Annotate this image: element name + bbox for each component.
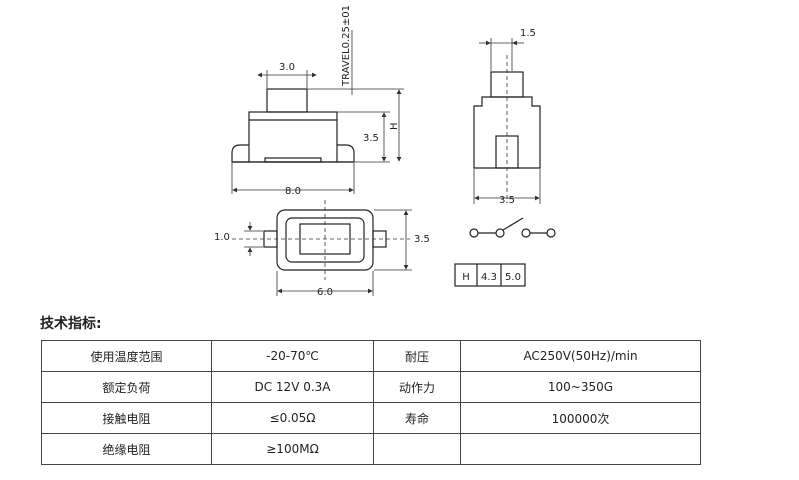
dim-total-height: H <box>389 122 400 130</box>
actuator-outline <box>266 88 308 113</box>
spec-label: 接触电阻 <box>41 402 212 434</box>
table-row: 接触电阻 ≤0.05Ω 寿命 100000次 <box>41 402 701 434</box>
spec-label: 动作力 <box>373 371 461 403</box>
spec-value: ≥100MΩ <box>211 433 374 465</box>
left-terminal <box>231 144 249 163</box>
spec-label: 寿命 <box>373 402 461 434</box>
table-row: 使用温度范围 -20-70℃ 耐压 AC250V(50Hz)/min <box>41 340 701 372</box>
spec-value: -20-70℃ <box>211 340 374 372</box>
spec-label: 使用温度范围 <box>41 340 212 372</box>
outer-outline <box>276 209 374 271</box>
dim-body-height: 3.5 <box>363 133 379 144</box>
dim-actuator-width: 1.5 <box>520 28 536 39</box>
spec-label: 额定负荷 <box>41 371 212 403</box>
specs-table: 使用温度范围 -20-70℃ 耐压 AC250V(50Hz)/min 额定负荷 … <box>41 340 701 465</box>
height-table-value: 5.0 <box>505 272 521 283</box>
spec-value: ≤0.05Ω <box>211 402 374 434</box>
right-terminal <box>337 144 355 163</box>
switch-body-outline <box>473 96 541 169</box>
technical-drawing: 3.0 TRAVEL0.25±01 3.5 H 8.0 1.5 <box>214 5 556 298</box>
spec-value <box>460 433 701 465</box>
height-table: H 4.3 5.0 <box>454 263 526 287</box>
height-table-value: 4.3 <box>481 272 497 283</box>
side-view: 3.0 TRAVEL0.25±01 3.5 H 8.0 <box>231 5 404 197</box>
spec-value: 100000次 <box>460 402 701 434</box>
end-view: 1.5 3.5 <box>473 28 541 206</box>
dim-terminal-width: 1.0 <box>214 232 230 243</box>
dim-top-width: 3.0 <box>279 62 295 73</box>
spec-value: 100~350G <box>460 371 701 403</box>
spec-value: DC 12V 0.3A <box>211 371 374 403</box>
dim-base-width: 8.0 <box>285 186 301 197</box>
normally-open-switch-icon <box>469 217 556 238</box>
table-row: 绝缘电阻 ≥100MΩ <box>41 433 701 465</box>
spec-label: 耐压 <box>373 340 461 372</box>
spec-value: AC250V(50Hz)/min <box>460 340 701 372</box>
top-view: 1.0 3.5 6.0 <box>214 200 430 298</box>
dim-top-view-height: 3.5 <box>414 234 430 245</box>
dim-travel: TRAVEL0.25±01 <box>341 5 352 87</box>
spec-label <box>373 433 461 465</box>
table-row: 额定负荷 DC 12V 0.3A 动作力 100~350G <box>41 371 701 403</box>
section-title: 技术指标: <box>40 316 102 332</box>
dim-body-width: 3.5 <box>499 195 515 206</box>
spec-label: 绝缘电阻 <box>41 433 212 465</box>
dim-top-view-width: 6.0 <box>317 287 333 298</box>
height-table-label: H <box>462 272 470 283</box>
